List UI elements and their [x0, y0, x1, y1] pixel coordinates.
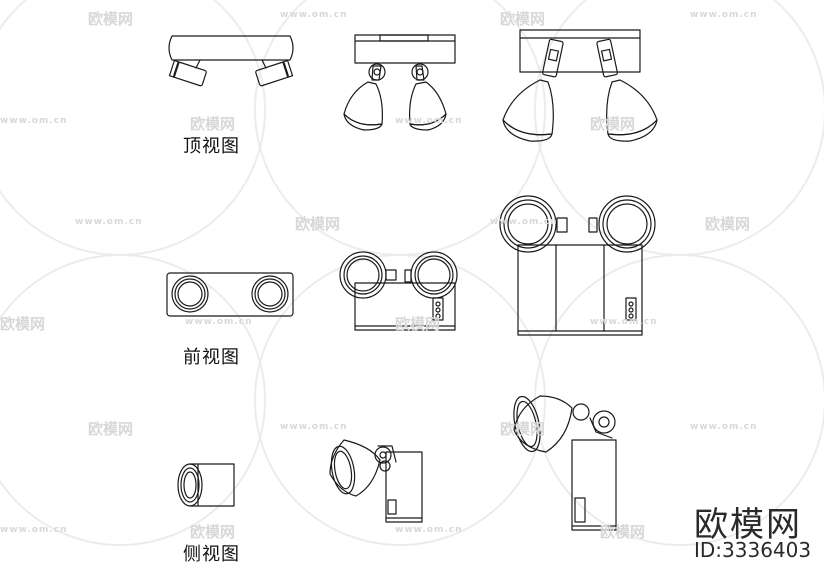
watermark-text: 欧模网: [500, 10, 546, 28]
middle-middle-drawing: [339, 251, 458, 331]
watermark-text: 欧模网: [600, 523, 646, 541]
model-id: ID:3336403: [694, 538, 812, 562]
top-right-drawing: [502, 29, 658, 142]
bottom-middle-drawing: [329, 439, 423, 523]
watermark-url: www.om.cn: [395, 116, 463, 126]
watermark-url: www.om.cn: [395, 525, 463, 535]
watermark-text: 欧模网: [88, 10, 134, 28]
top-middle-drawing: [343, 34, 456, 131]
watermark-url: www.om.cn: [280, 10, 348, 20]
middle-right-drawing: [499, 195, 656, 336]
top-view-label: 顶视图: [183, 136, 240, 157]
side-view-label: 侧视图: [183, 544, 240, 565]
watermark-text: 欧模网: [190, 115, 236, 133]
watermark-url: www.om.cn: [490, 217, 558, 227]
front-view-label: 前视图: [183, 347, 240, 368]
watermark-url: www.om.cn: [590, 317, 658, 327]
watermark-url: www.om.cn: [75, 217, 143, 227]
watermark-pattern: [0, 0, 824, 546]
watermark-url: www.om.cn: [280, 422, 348, 432]
watermark-text: 欧模网: [295, 215, 341, 233]
watermark-text: 欧模网: [190, 523, 236, 541]
side-view-drawing: [177, 463, 235, 507]
watermark-text: 欧模网: [0, 315, 46, 333]
watermark-text: 欧模网: [500, 420, 546, 438]
watermark-text: 欧模网: [88, 420, 134, 438]
watermark-text: 欧模网: [395, 315, 441, 333]
watermark-url: www.om.cn: [690, 422, 758, 432]
watermark-url: www.om.cn: [185, 317, 253, 327]
watermark-text: 欧模网: [705, 215, 751, 233]
front-view-drawing: [166, 272, 294, 317]
watermark-text: 欧模网: [590, 115, 636, 133]
watermark-url: www.om.cn: [0, 525, 68, 535]
bottom-right-drawing: [513, 395, 617, 531]
watermark-url: www.om.cn: [0, 116, 68, 126]
watermark-url: www.om.cn: [690, 10, 758, 20]
brand-name: 欧模网: [694, 505, 802, 545]
top-view-drawing: [168, 35, 294, 87]
